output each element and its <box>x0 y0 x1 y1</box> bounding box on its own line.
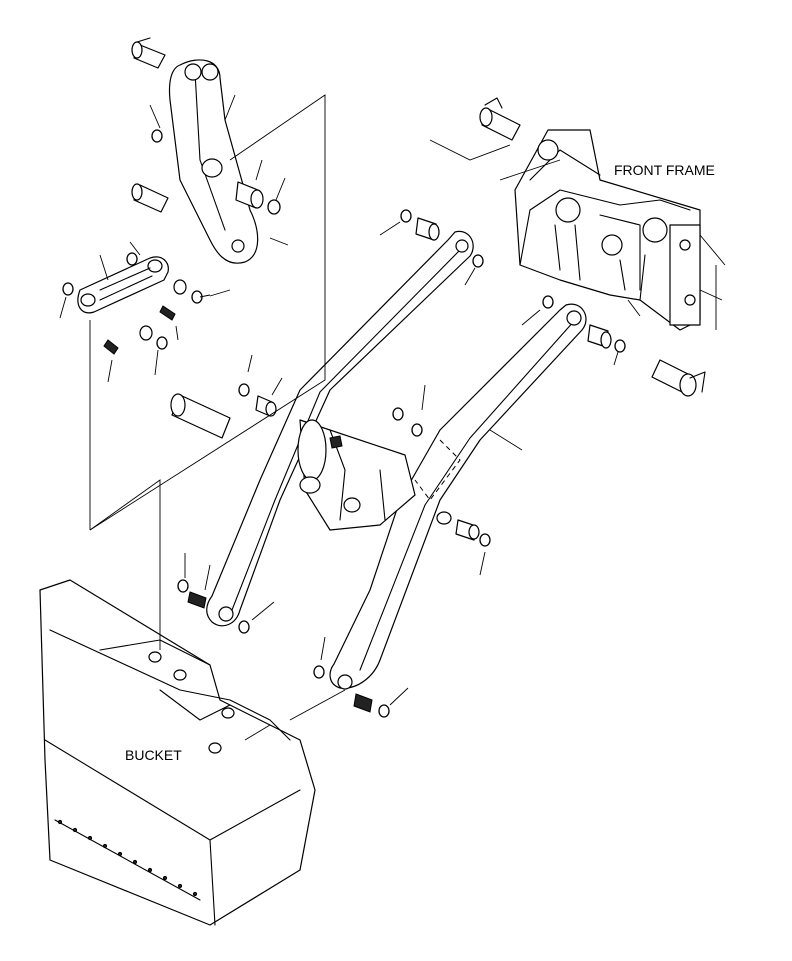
bushings-arms <box>177 209 626 718</box>
bushing-group-crank <box>62 129 281 296</box>
boom-arm-right <box>329 303 587 690</box>
link-rod <box>77 256 169 314</box>
pin-center <box>170 393 231 439</box>
pin-top <box>479 97 521 141</box>
bushings-link <box>103 279 203 355</box>
front-frame <box>514 129 726 331</box>
pin-right <box>651 359 706 397</box>
hidden-edge <box>414 439 461 501</box>
leader-ticks <box>59 94 641 706</box>
pin-small-top <box>131 37 166 69</box>
assembly-lines <box>89 94 561 741</box>
bucket-bolt-row <box>57 819 198 897</box>
boom-arm-left <box>206 230 474 627</box>
cross-tube <box>297 419 416 531</box>
bucket-label: BUCKET <box>125 747 182 763</box>
bell-crank <box>168 59 259 264</box>
bucket <box>39 579 316 926</box>
center-bushing <box>238 383 423 437</box>
front-frame-label: FRONT FRAME <box>614 162 715 178</box>
pin-mid-left <box>131 183 169 213</box>
